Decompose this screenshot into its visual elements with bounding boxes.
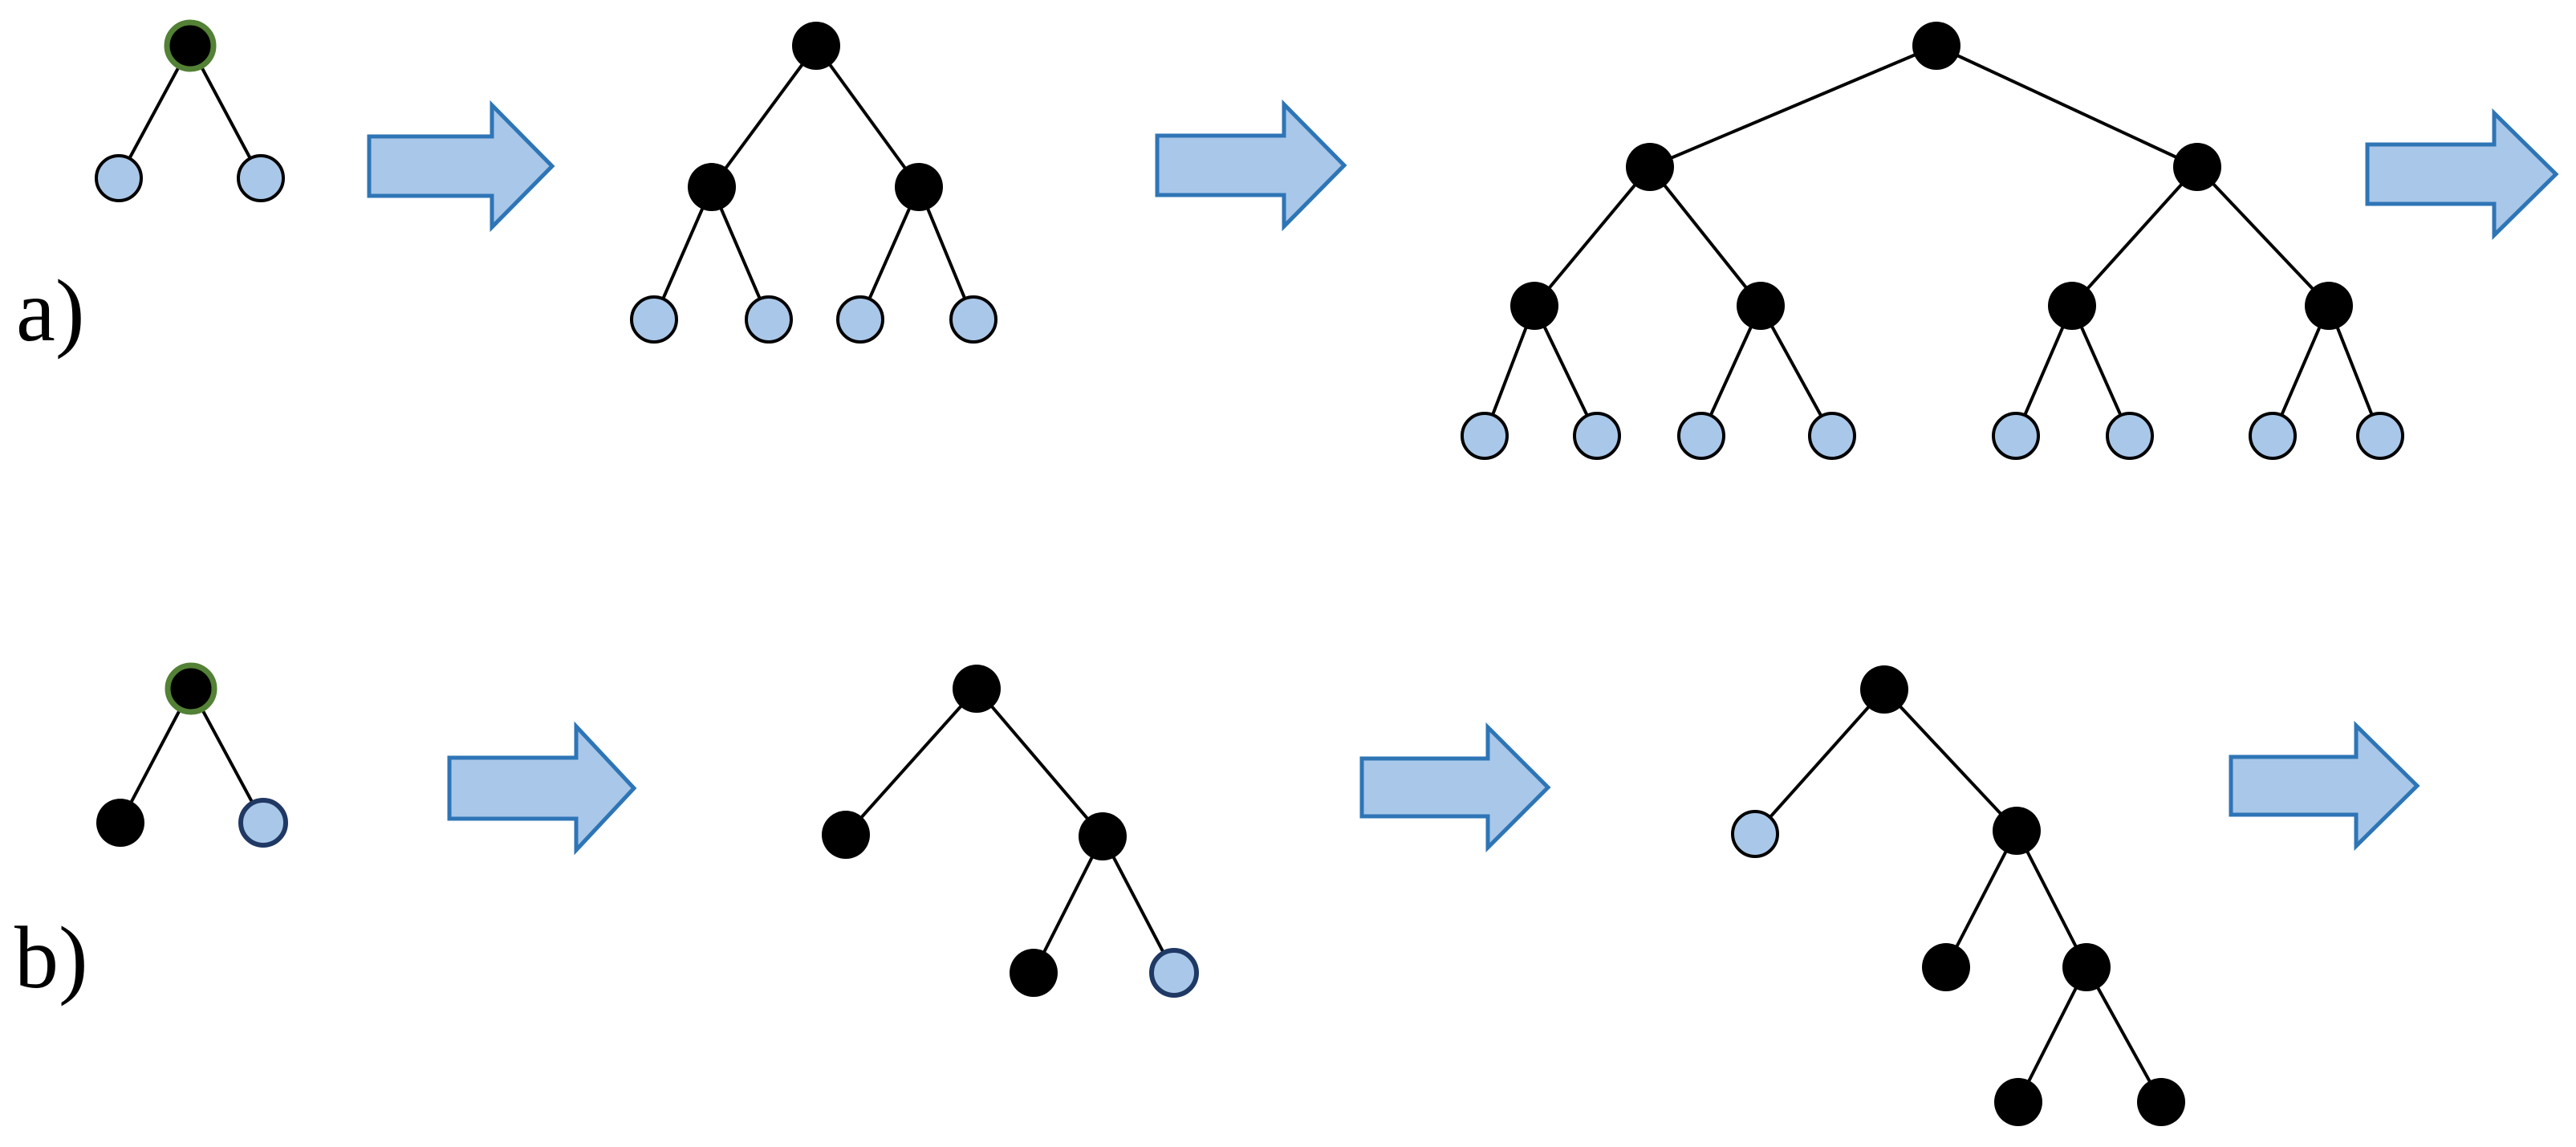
frontier-leaf-node bbox=[237, 154, 285, 202]
tree-edge bbox=[1648, 165, 1762, 307]
internal-node bbox=[895, 163, 943, 211]
frontier-leaf-node bbox=[1461, 412, 1509, 460]
frontier-leaf-node bbox=[1992, 412, 2040, 460]
frontier-leaf-node bbox=[1731, 810, 1779, 858]
tree-a2-depth2 bbox=[630, 22, 997, 344]
internal-node bbox=[822, 811, 870, 859]
start-root-node bbox=[164, 19, 217, 72]
frontier-leaf-node bbox=[836, 295, 884, 344]
frontier-leaf-node bbox=[238, 798, 288, 848]
frontier-leaf-node bbox=[2356, 412, 2404, 460]
arrow-a-3-right-arrow-icon bbox=[2365, 108, 2559, 240]
tree-b3-right-chain bbox=[1731, 665, 2185, 1126]
tree-edge bbox=[1944, 830, 2018, 968]
frontier-leaf-node bbox=[2249, 412, 2297, 460]
tree-edge bbox=[652, 186, 713, 320]
frontier-leaf-node bbox=[745, 295, 793, 344]
internal-node bbox=[688, 163, 736, 211]
arrow-b-2-right-arrow-icon bbox=[1359, 722, 1551, 853]
tree-edge bbox=[2017, 966, 2088, 1103]
tree-b2-right-expanded bbox=[822, 665, 1199, 998]
tree-edge bbox=[710, 44, 818, 189]
frontier-leaf-node bbox=[949, 295, 997, 344]
internal-node bbox=[1010, 949, 1058, 997]
internal-node bbox=[2305, 282, 2353, 330]
tree-edge bbox=[1759, 305, 1834, 437]
tree-edge bbox=[1533, 165, 1652, 307]
internal-node bbox=[96, 799, 144, 847]
frontier-leaf-node bbox=[1808, 412, 1856, 460]
tree-edge bbox=[2070, 165, 2199, 307]
tree-edge bbox=[2015, 830, 2088, 968]
internal-node bbox=[1860, 665, 1908, 714]
tree-edge bbox=[859, 186, 920, 320]
internal-node bbox=[1079, 812, 1127, 860]
arrow-a-2-right-arrow-icon bbox=[1155, 99, 1347, 232]
tree-edge bbox=[1753, 688, 1886, 836]
tree-a3-depth3 bbox=[1461, 22, 2404, 460]
tree-edge bbox=[1101, 836, 1176, 974]
internal-node bbox=[1912, 22, 1960, 70]
frontier-leaf-node bbox=[1573, 412, 1621, 460]
tree-edge bbox=[2196, 165, 2330, 307]
row-b bbox=[96, 662, 2420, 1126]
arrow-b-3-right-arrow-icon bbox=[2229, 721, 2420, 851]
internal-node bbox=[1994, 1078, 2042, 1126]
arrow-a-1-right-arrow-icon bbox=[367, 100, 555, 233]
internal-node bbox=[2048, 282, 2096, 330]
tree-a1-seed bbox=[95, 19, 285, 202]
tree-b1-seed bbox=[96, 662, 288, 848]
internal-node bbox=[792, 22, 840, 70]
tree-edge bbox=[1936, 44, 2198, 169]
tree-edge bbox=[2085, 966, 2163, 1103]
tree-edge bbox=[1032, 836, 1104, 974]
row-a bbox=[95, 19, 2559, 460]
arrow-b-1-right-arrow-icon bbox=[447, 721, 637, 856]
row-b-label: b) bbox=[14, 909, 88, 1007]
row-a-label: a) bbox=[16, 262, 85, 360]
frontier-leaf-node bbox=[630, 295, 678, 344]
tree-edge bbox=[975, 687, 1104, 838]
tree-edge bbox=[815, 44, 920, 189]
frontier-leaf-node bbox=[1677, 412, 1725, 460]
internal-node bbox=[1626, 143, 1674, 191]
internal-node bbox=[2062, 943, 2111, 991]
start-root-node bbox=[165, 662, 217, 715]
internal-node bbox=[1922, 943, 1970, 991]
tree-edge bbox=[1883, 688, 2018, 832]
internal-node bbox=[2173, 143, 2221, 191]
internal-node bbox=[1510, 282, 1558, 330]
frontier-leaf-node bbox=[2106, 412, 2154, 460]
internal-node bbox=[2137, 1078, 2185, 1126]
tree-edge bbox=[844, 687, 978, 836]
internal-node bbox=[1993, 807, 2041, 855]
tree-edge bbox=[1649, 44, 1937, 169]
frontier-leaf-node bbox=[95, 154, 143, 202]
frontier-leaf-node bbox=[1149, 948, 1199, 998]
internal-node bbox=[1737, 282, 1785, 330]
internal-node bbox=[953, 665, 1001, 713]
